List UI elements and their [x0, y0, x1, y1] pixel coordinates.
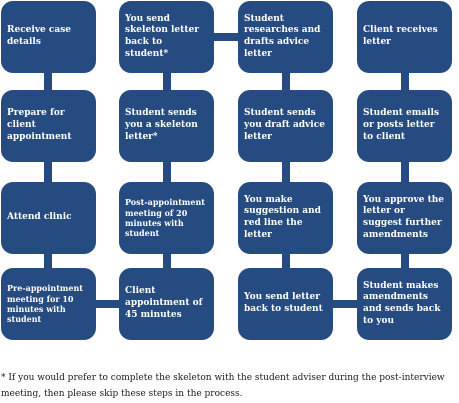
step-red-line-letter: You make suggestion and red line the let… — [238, 182, 333, 254]
step-label: Attend clinic — [7, 212, 72, 223]
step-send-letter-back: You send letter back to student — [238, 268, 333, 340]
step-label: Pre-appointment meeting for 10 minutes w… — [7, 283, 83, 325]
step-label: Client receives letter — [363, 25, 438, 47]
step-label: Student sends you draft advice letter — [244, 108, 325, 142]
connector — [282, 160, 290, 184]
step-label: Student researches and drafts advice let… — [244, 13, 321, 59]
step-student-drafts-letter: Student researches and drafts advice let… — [238, 1, 333, 73]
step-receive-case-details: Receive case details — [1, 1, 96, 73]
step-label: You approve the letter or suggest furthe… — [363, 194, 444, 240]
connector — [163, 70, 171, 92]
connector — [163, 160, 171, 184]
connector — [331, 300, 359, 308]
connector — [44, 70, 52, 92]
step-client-receives-letter: Client receives letter — [357, 1, 452, 73]
step-approve-letter: You approve the letter or suggest furthe… — [357, 182, 452, 254]
connector — [212, 33, 240, 41]
step-label: Receive case details — [7, 25, 72, 47]
step-student-emails-letter: Student emails or posts letter to client — [357, 90, 452, 162]
step-label: You send skeleton letter back to student… — [125, 13, 199, 59]
step-student-sends-skeleton: Student sends you a skeleton letter* — [119, 90, 214, 162]
step-student-amends: Student makes amendments and sends back … — [357, 268, 452, 340]
process-flow-diagram: Receive case details Prepare for client … — [1, 1, 452, 340]
connector — [401, 70, 409, 92]
step-label: You make suggestion and red line the let… — [244, 194, 321, 240]
connector — [44, 160, 52, 184]
connector — [94, 300, 121, 308]
connector — [282, 252, 290, 270]
step-client-appointment: Client appointment of 45 minutes — [119, 268, 214, 340]
footnote: * If you would prefer to complete the sk… — [1, 373, 445, 399]
step-label: Post-appointment meeting of 20 minutes w… — [125, 197, 205, 239]
step-label: You send letter back to student — [244, 292, 323, 314]
connector — [163, 252, 171, 270]
step-attend-clinic: Attend clinic — [1, 182, 96, 254]
step-label: Client appointment of 45 minutes — [125, 286, 203, 320]
connector — [282, 70, 290, 92]
connector — [401, 160, 409, 184]
flow-connectors — [44, 33, 409, 308]
step-label: Student makes amendments and sends back … — [363, 280, 441, 326]
step-label: Student sends you a skeleton letter* — [125, 108, 198, 142]
step-label: Student emails or posts letter to client — [363, 108, 440, 142]
step-pre-appointment-meeting: Pre-appointment meeting for 10 minutes w… — [1, 268, 96, 340]
connector — [44, 252, 52, 270]
step-student-sends-draft: Student sends you draft advice letter — [238, 90, 333, 162]
step-send-skeleton-back: You send skeleton letter back to student… — [119, 1, 214, 73]
step-post-appointment-meeting: Post-appointment meeting of 20 minutes w… — [119, 182, 214, 254]
connector — [401, 252, 409, 270]
step-prepare-appointment: Prepare for client appointment — [1, 90, 96, 162]
step-label: Prepare for client appointment — [7, 108, 72, 142]
